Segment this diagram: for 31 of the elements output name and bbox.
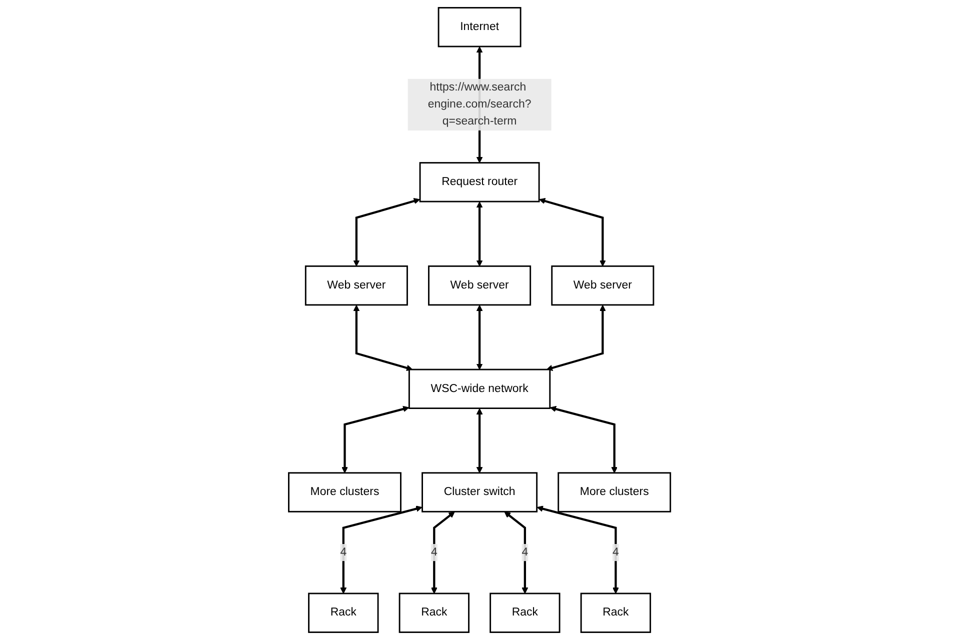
- node-box: Web server: [304, 265, 408, 306]
- node-box: Internet: [438, 7, 522, 48]
- node-box: Rack: [580, 592, 651, 633]
- node-box: Request router: [419, 162, 540, 202]
- node-box: Rack: [398, 592, 470, 633]
- arrow: [550, 406, 618, 474]
- node-box: Cluster switch: [422, 472, 538, 512]
- arrow: [340, 506, 422, 594]
- arrow: [353, 198, 420, 266]
- node-box: More clusters: [288, 472, 402, 512]
- arrow: [536, 506, 619, 594]
- edge-label: 4: [430, 546, 438, 558]
- node-box: More clusters: [558, 472, 672, 512]
- arrow: [476, 304, 483, 370]
- node-box: WSC-wide network: [408, 368, 551, 409]
- arrow: [353, 304, 413, 371]
- node-box: Rack: [490, 592, 560, 633]
- node-box: Web server: [551, 265, 654, 306]
- arrow: [546, 304, 606, 371]
- edge-label: 4: [522, 546, 528, 558]
- arrow: [342, 406, 410, 474]
- edge-label: https://www.search engine.com/search?q=search-term: [428, 80, 532, 128]
- edge-label: 4: [340, 546, 347, 558]
- node-box: Web server: [428, 265, 531, 306]
- arrow: [430, 512, 455, 594]
- arrow: [539, 198, 606, 266]
- arrow: [476, 202, 483, 266]
- edge-label: 4: [612, 546, 619, 558]
- arrow: [504, 512, 528, 594]
- arrow: [476, 408, 483, 474]
- node-box: Rack: [308, 592, 379, 633]
